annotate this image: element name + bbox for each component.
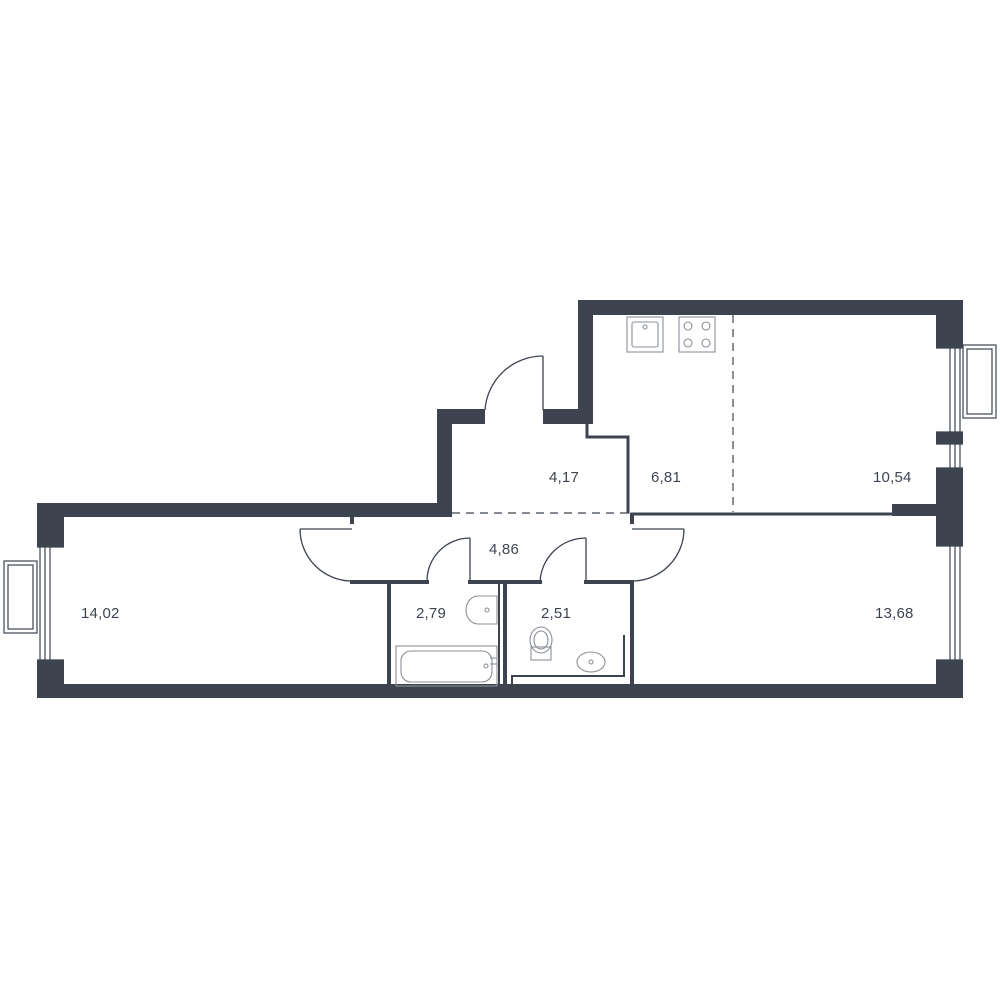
window-right-narrow (936, 443, 963, 469)
door-entrance (484, 355, 544, 411)
room-area-bathroom: 2,79 (416, 605, 446, 622)
window-right-bottom (936, 545, 963, 661)
bathroom-sink-icon (465, 595, 498, 625)
partitions (350, 422, 894, 688)
wall-kitchen-left (578, 300, 593, 424)
door-room-left (299, 528, 353, 582)
fixtures (395, 316, 716, 687)
wall-bottom (37, 684, 963, 698)
window-left (3, 546, 64, 661)
door-room-right (631, 528, 685, 582)
wall-stub-right (892, 504, 936, 516)
room-area-living-top: 10,54 (873, 469, 912, 486)
wall-entrance-top-left (437, 409, 485, 424)
toilet-sink-icon (576, 651, 606, 673)
window-right-top (936, 344, 997, 433)
toilet-icon (529, 626, 553, 661)
valve-icon (490, 657, 497, 665)
room-area-entrance: 4,17 (549, 469, 579, 486)
room-area-kitchen: 6,81 (651, 469, 681, 486)
room-area-toilet: 2,51 (541, 605, 571, 622)
room-area-hallway: 4,86 (489, 541, 519, 558)
door-bathroom (426, 537, 471, 583)
wall-right-2 (936, 432, 963, 444)
partition-kitchen-step (585, 422, 630, 514)
doors (299, 355, 685, 583)
wall-right-1 (936, 300, 963, 348)
zone-lines (452, 315, 734, 514)
room-area-living-left: 14,02 (81, 605, 120, 622)
wall-right-3 (936, 468, 963, 546)
room-area-bedroom-right: 13,68 (875, 605, 914, 622)
stove-icon (678, 316, 716, 353)
bathtub-icon (395, 645, 498, 687)
windows (3, 344, 997, 661)
partition-toilet-inner (511, 635, 625, 687)
walls (37, 300, 963, 698)
wall-entrance-left (437, 409, 452, 517)
wall-top (578, 300, 963, 315)
kitchen-sink-icon (626, 316, 664, 353)
door-toilet (539, 537, 587, 583)
wall-right-4 (936, 660, 963, 698)
room-labels: 14,02 2,79 4,86 2,51 13,68 4,17 6,81 10,… (81, 469, 914, 622)
wall-left-block-top (37, 503, 452, 517)
wall-left-bottom (37, 660, 64, 698)
